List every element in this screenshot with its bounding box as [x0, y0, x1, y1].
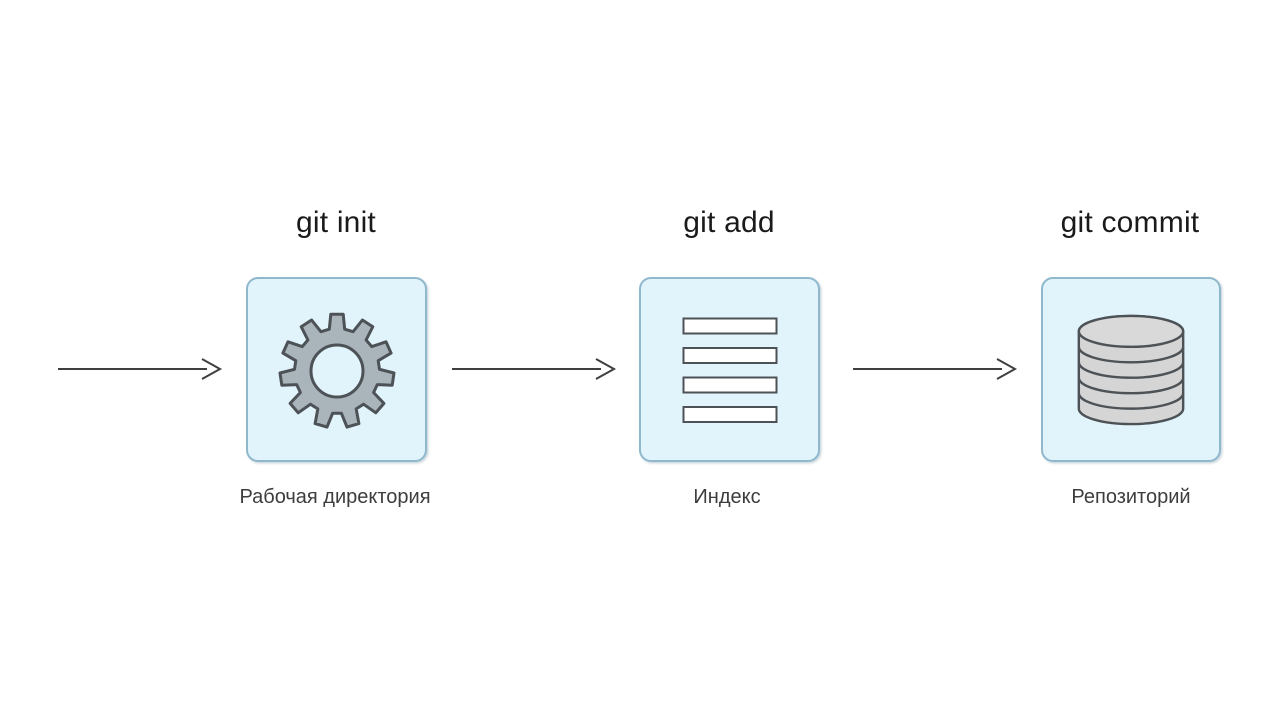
command-git-add: git add — [683, 206, 775, 239]
flow-arrow — [853, 358, 1018, 380]
command-git-commit: git commit — [1060, 206, 1200, 239]
node-index — [639, 277, 820, 462]
database-icon — [1077, 314, 1185, 425]
flow-arrow — [452, 358, 617, 380]
node-repository — [1041, 277, 1221, 462]
label-repository: Репозиторий — [1071, 486, 1191, 508]
label-index: Индекс — [693, 486, 761, 508]
list-rows-icon — [682, 317, 777, 423]
node-working-directory — [246, 277, 427, 462]
gear-icon — [278, 312, 395, 429]
command-git-init: git init — [296, 206, 376, 239]
flow-arrow — [58, 358, 223, 380]
label-working-directory: Рабочая директория — [239, 486, 431, 508]
